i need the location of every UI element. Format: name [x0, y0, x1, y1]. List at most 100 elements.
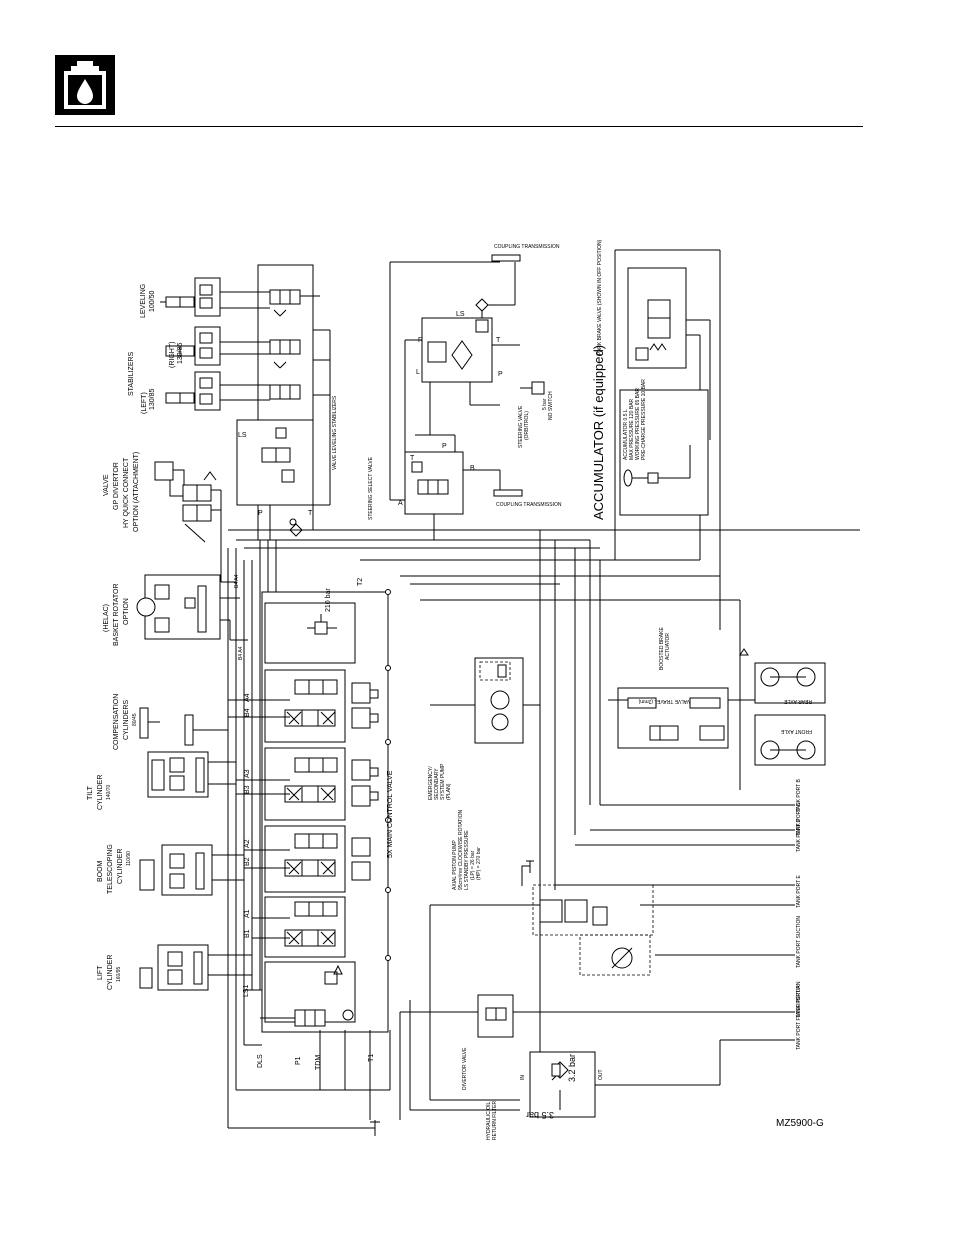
gp-valve-line1: VALVE: [103, 474, 110, 496]
header-rule: [55, 126, 863, 127]
steering-valve-label: STEERING VALVE: [518, 405, 524, 448]
coupler-top-label: COUPLING TRANSMISSION: [494, 244, 560, 250]
relief-valve-top: [307, 614, 337, 635]
acc-spec-4: PRE-CHARGE PRESSURE 10 BAR: [641, 379, 647, 460]
spool-section-2: [284, 833, 338, 877]
coupling-bottom: COUPLING TRANSMISSION: [493, 489, 562, 508]
port-label-b2: B2: [244, 857, 251, 866]
leveling-label: LEVELING: [140, 284, 147, 318]
lift-cylinder: LIFT CYLINDER 160/95: [97, 944, 252, 991]
port-label-dls: DLS: [257, 1054, 264, 1068]
leveling-cylinder: LEVELING 100/50: [140, 277, 221, 318]
stab-left-size: 130/85: [149, 388, 156, 410]
boom-line2: TELESCOPING: [107, 844, 114, 894]
port-label-t1: T1: [368, 1054, 375, 1062]
pump-line1: AXIAL PISTON PUMP: [452, 840, 458, 890]
rear-axle: REAR AXLE: [739, 648, 826, 704]
gp-valve-line4: OPTION (ATTACHMENT): [133, 452, 140, 532]
comp-line1: COMPENSATION: [113, 694, 120, 750]
port-label-tdm: TDM: [315, 1055, 322, 1070]
basket-rotator: B4 A4 B4 A4 (HELAC) BASKET ROTATOR OPTIO…: [103, 574, 248, 660]
divertor-valve-label: DIVERTOR VALVE: [462, 1047, 468, 1090]
port-label-t-top: T: [308, 510, 313, 517]
return-filter-line2: RETURN FILTER: [492, 1101, 498, 1140]
stab-left-label: (LEFT): [141, 392, 148, 414]
tank-port-label-filter: TANK PORT FILTER RETURN: [796, 981, 802, 1050]
ssv-port-t: T: [410, 455, 415, 462]
basket-port-label: B4 A4: [238, 646, 244, 660]
steering-select-valve: T P A B STEERING SELECT VALVE: [368, 261, 501, 540]
filter-in-label: IN: [520, 1075, 526, 1080]
accumulator: ACCUMULATOR (if equipped) ACCUMULATOR 0.…: [591, 345, 709, 520]
boom-line3: CYLINDER: [117, 849, 124, 884]
filter-relief-label: 3.2 bar: [567, 1054, 577, 1082]
coupler-bottom-label: COUPLING TRANSMISSION: [496, 502, 562, 508]
pump-line3: LS STANDBY PRESSURE: [464, 830, 470, 890]
tilt-size: 140/70: [106, 784, 112, 800]
front-axle-label: FRONT AXLE: [780, 728, 812, 734]
tank-port-label-c: TANK PORT C: [796, 803, 802, 836]
spool-section-1: [284, 901, 338, 947]
emergency-pump: EMERGENCY/ SECONDARY SYSTEM PUMP (PLAN): [428, 657, 540, 800]
pump-line2: 95cm³/rev CLOCKWISE ROTATION: [458, 810, 464, 890]
boom-telescope-cylinder: BOOM TELESCOPING CYLINDER 110/90: [97, 844, 244, 896]
coupling-top: COUPLING TRANSMISSION: [491, 244, 560, 262]
port-reliefs: [351, 682, 379, 881]
divertor-valve: DIVERTOR VALVE: [462, 994, 514, 1090]
port-label-a2: A2: [244, 839, 251, 848]
ssv-port-b: B: [470, 465, 475, 472]
gp-port-label: B4 A4: [234, 574, 240, 588]
basket-line2: BASKET ROTATOR: [113, 584, 120, 647]
spool-section-4: [284, 679, 338, 727]
port-label-a1: A1: [244, 909, 251, 918]
ns-switch-line2: NO SWITCH: [548, 391, 554, 420]
steering-select-label: STEERING SELECT VALVE: [368, 456, 374, 520]
basket-line3: OPTION: [123, 598, 130, 625]
front-axle: FRONT AXLE: [754, 714, 826, 766]
tank-port-label-e: TANK PORT E: [796, 875, 802, 908]
stabilizers-label: STABILIZERS: [128, 351, 135, 396]
sv-port-p: P: [498, 371, 503, 378]
steering-valve-size: (ORBITROL): [524, 411, 530, 440]
steering-valve-orbitrol: LS R L T P STEERING VALVE (ORBITROL): [416, 262, 530, 448]
inlet-section: [294, 964, 354, 1027]
emergency-line3: SYSTEM PUMP: [440, 763, 446, 800]
stabilizer-right-cylinder: (RIGHT) 130/85: [165, 326, 221, 368]
relief-label: 210 bar: [325, 588, 332, 612]
tank-port-label-a: TANK PORT A: [796, 985, 802, 1018]
valve-lev-stab-label: VALVE LEVELING STABILIZERS: [332, 395, 338, 470]
sv-port-t: T: [496, 337, 501, 344]
filter-bypass-label: 3.5 bar: [526, 1110, 554, 1120]
lift-line2: CYLINDER: [107, 955, 114, 990]
spool-section-3: [284, 757, 338, 803]
lift-line1: LIFT: [97, 965, 104, 980]
port-label-ls-top: LS: [238, 432, 247, 439]
port-markers: [385, 589, 391, 961]
port-label-ls1: LS1: [243, 984, 250, 997]
no-switch: 5 bar NO SWITCH: [520, 381, 554, 420]
tank-port-labels: TANK PORT B TANK PORT C TANK PORT D TANK…: [796, 779, 802, 1050]
tilt-cylinder: TILT CYLINDER 140/70: [87, 751, 236, 810]
tank-port-label-suction: TANK PORT SUCTION: [796, 916, 802, 968]
port-label-b4: B4: [244, 708, 251, 717]
tank-port-label-b: TANK PORT B: [796, 779, 802, 812]
gp-valve-line2: GP DIVERTOR: [113, 462, 120, 510]
acc-spec-3: WORKING PRESSURE 65 BAR: [635, 388, 641, 460]
sv-port-ls: LS: [456, 311, 465, 318]
hydraulic-oil-drop-icon: [55, 55, 115, 115]
gp-divertor-valve: VALVE GP DIVERTOR HY QUICK CONNECT OPTIO…: [103, 452, 236, 583]
tank-symbols: [289, 523, 534, 1136]
park-brake-valve: PARK BRAKE VALVE (SHOWN IN OFF POSITION): [597, 239, 711, 560]
port-label-a4: A4: [244, 693, 251, 702]
main-control-valve: 5X MAIN CONTROL VALVE LS1 DLS P1 TDM T1 …: [228, 578, 394, 1120]
parking-brake-label: PARK BRAKE VALVE (SHOWN IN OFF POSITION): [597, 239, 603, 355]
port-label-b3: B3: [244, 785, 251, 794]
tank-port-label-d: TANK PORT D: [796, 819, 802, 852]
leveling-stabilizer-valve: LS P T VALVE LEVELING STABILIZERS: [220, 264, 338, 540]
drawing-id: MZ5900-G: [776, 1118, 824, 1129]
return-filter-line1: HYDRAULIC OIL: [486, 1101, 492, 1140]
boosted-brake-line2: ACTUATOR: [665, 633, 671, 660]
port-label-b1: B1: [244, 929, 251, 938]
emergency-line4: (PLAN): [446, 783, 452, 800]
